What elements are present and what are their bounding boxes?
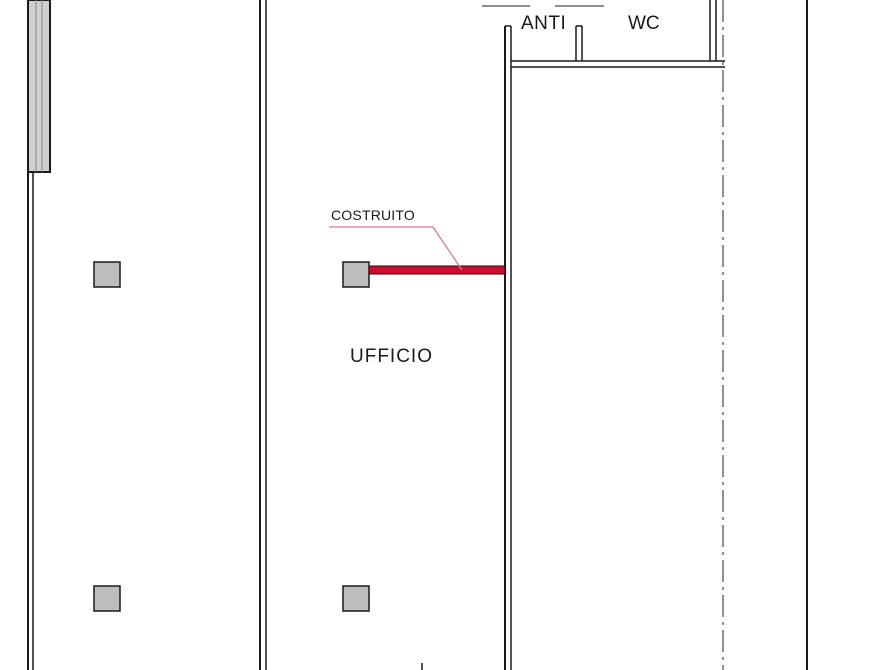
column bbox=[93, 261, 121, 288]
anti-wc-partition bbox=[575, 25, 583, 61]
column bbox=[342, 585, 370, 612]
constructed-wall bbox=[368, 265, 506, 275]
left-exterior-wall bbox=[27, 0, 51, 670]
room-label-anti: ANTI bbox=[521, 13, 567, 34]
columns bbox=[93, 261, 370, 612]
annotation-leader bbox=[329, 226, 463, 271]
wc-right-wall bbox=[709, 0, 717, 61]
office-right-wall bbox=[504, 25, 512, 670]
column bbox=[93, 585, 121, 612]
column bbox=[342, 261, 370, 288]
annotation-costruito: COSTRUITO bbox=[331, 207, 415, 223]
room-label-wc: WC bbox=[628, 13, 660, 34]
bathroom-bottom-wall bbox=[511, 60, 725, 68]
room-label-ufficio: UFFICIO bbox=[350, 346, 433, 367]
interior-wall-left bbox=[259, 0, 267, 670]
